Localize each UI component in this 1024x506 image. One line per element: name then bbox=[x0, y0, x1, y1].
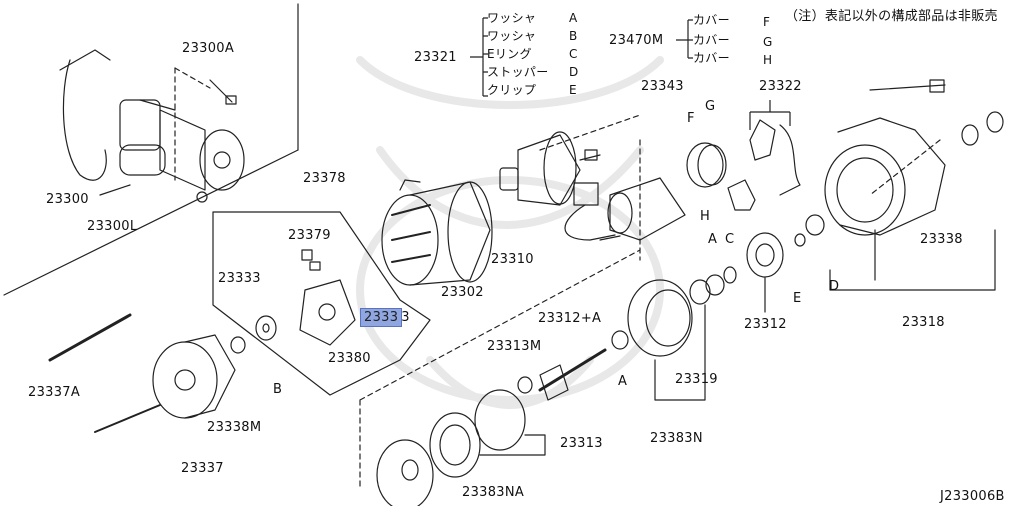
label-23470M[interactable]: 23470M bbox=[609, 33, 664, 48]
label-23380[interactable]: 23380 bbox=[328, 351, 371, 366]
label-23310[interactable]: 23310 bbox=[491, 252, 534, 267]
label-23379[interactable]: 23379 bbox=[288, 228, 331, 243]
cover-item-code: H bbox=[763, 53, 773, 67]
washer-A bbox=[705, 274, 725, 296]
ring-E bbox=[794, 233, 806, 247]
kit-item-code: A bbox=[569, 11, 578, 25]
clip-23322 bbox=[749, 119, 801, 196]
label-E[interactable]: E bbox=[793, 291, 802, 306]
nut-23379 bbox=[301, 249, 313, 261]
bush-23338M bbox=[230, 336, 246, 354]
label-F[interactable]: F bbox=[687, 111, 695, 126]
label-23313[interactable]: 23313 bbox=[560, 436, 603, 451]
label-23378[interactable]: 23378 bbox=[303, 171, 346, 186]
cover-item-name: カバー bbox=[693, 33, 730, 47]
solenoid-23343 bbox=[564, 177, 686, 241]
label-23300L[interactable]: 23300L bbox=[87, 219, 138, 234]
cover-item-name: カバー bbox=[693, 51, 730, 65]
gear-23312 bbox=[746, 232, 784, 313]
bolt-23337A bbox=[48, 313, 132, 362]
kit-item-name: ストッパー bbox=[487, 65, 549, 79]
label-23300[interactable]: 23300 bbox=[46, 192, 89, 207]
washer-B bbox=[255, 315, 277, 341]
kit-item-code: D bbox=[569, 65, 579, 79]
bush-23338a bbox=[961, 124, 979, 146]
label-23337A[interactable]: 23337A bbox=[28, 385, 81, 400]
label-23337[interactable]: 23337 bbox=[181, 461, 224, 476]
cover-item-code: G bbox=[763, 35, 773, 49]
label-23383NA[interactable]: 23383NA bbox=[462, 485, 525, 500]
end-frame-23337 bbox=[152, 334, 236, 419]
label-23313M[interactable]: 23313M bbox=[487, 339, 542, 354]
highlight-box: 2333 bbox=[359, 308, 403, 327]
diagram-code: J233006B bbox=[940, 489, 1005, 504]
label-23302[interactable]: 23302 bbox=[441, 285, 484, 300]
bearing-23313M bbox=[517, 376, 533, 394]
cover-item-code: F bbox=[763, 15, 771, 29]
brush-plate-23380 bbox=[299, 279, 356, 346]
kit-item-name: ワッシャ bbox=[487, 29, 537, 43]
label-23333[interactable]: 23333 bbox=[218, 271, 261, 286]
inset-frame bbox=[3, 3, 299, 296]
stopper-D bbox=[805, 214, 825, 236]
label-A[interactable]: A bbox=[708, 232, 718, 247]
label-23318[interactable]: 23318 bbox=[902, 315, 945, 330]
shaft-23312A bbox=[538, 348, 607, 401]
kit-item-name: Eリング bbox=[487, 47, 532, 61]
label-23321[interactable]: 23321 bbox=[414, 50, 457, 65]
kit-item-code: E bbox=[569, 83, 577, 97]
label-D[interactable]: D bbox=[829, 279, 840, 294]
armature-23310 bbox=[499, 131, 601, 206]
cover-F-G bbox=[686, 142, 727, 188]
kit-item-name: クリップ bbox=[487, 83, 537, 97]
ring-C bbox=[723, 266, 737, 284]
label-23338[interactable]: 23338 bbox=[920, 232, 963, 247]
label-A2[interactable]: A bbox=[618, 374, 628, 389]
pinion-23383N bbox=[627, 279, 711, 401]
bush-23338b bbox=[986, 111, 1004, 133]
kit-item-code: B bbox=[569, 29, 578, 43]
yoke-23302 bbox=[381, 179, 493, 286]
label-23343[interactable]: 23343 bbox=[641, 79, 684, 94]
label-23322[interactable]: 23322 bbox=[759, 79, 802, 94]
label-23300A[interactable]: 23300A bbox=[182, 41, 235, 56]
kit-item-code: C bbox=[569, 47, 578, 61]
brush-holder-frame bbox=[212, 211, 431, 396]
kit-item-name: ワッシャ bbox=[487, 11, 537, 25]
label-23312[interactable]: 23312 bbox=[744, 317, 787, 332]
label-tail: 3 bbox=[401, 310, 410, 325]
cover-item-name: カバー bbox=[693, 13, 730, 27]
washer-A2 bbox=[611, 330, 629, 350]
label-H[interactable]: H bbox=[700, 209, 711, 224]
label-23338M[interactable]: 23338M bbox=[207, 420, 262, 435]
label-23319[interactable]: 23319 bbox=[675, 372, 718, 387]
note-text: （注）表記以外の構成部品は非販売 bbox=[785, 9, 998, 24]
label-23383N[interactable]: 23383N bbox=[650, 431, 703, 446]
housing-23318 bbox=[824, 79, 946, 236]
label-B[interactable]: B bbox=[273, 382, 283, 397]
ring-23313a bbox=[474, 389, 526, 451]
leader-dashed-1 bbox=[539, 114, 641, 261]
label-G[interactable]: G bbox=[705, 99, 716, 114]
label-C[interactable]: C bbox=[725, 232, 735, 247]
label-23312A[interactable]: 23312+A bbox=[538, 311, 602, 326]
cover-23383NA bbox=[376, 439, 434, 506]
ring-23313b bbox=[429, 412, 481, 478]
watermark-emblem bbox=[356, 56, 664, 409]
starter-assembly-inset bbox=[59, 49, 245, 203]
cover-H bbox=[727, 179, 756, 211]
